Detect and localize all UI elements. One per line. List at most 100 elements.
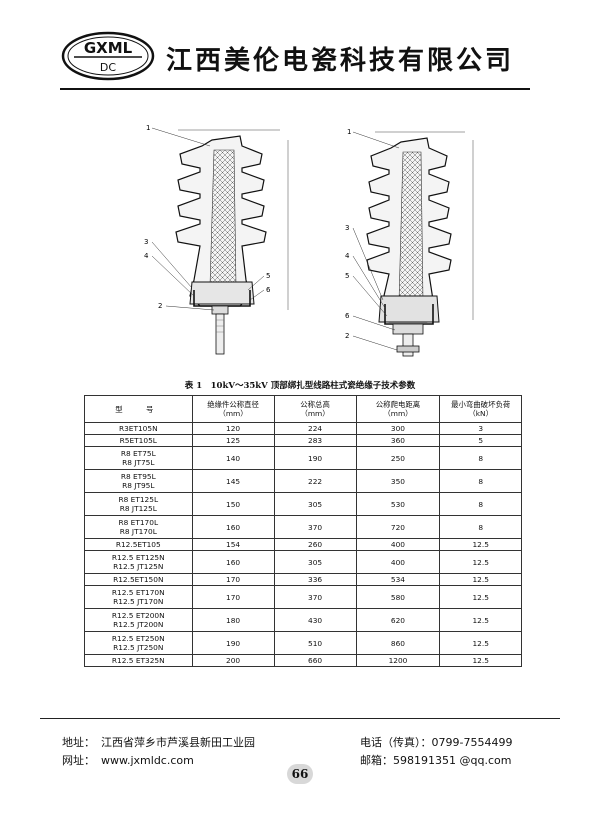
phone-value: 0799-7554499 bbox=[431, 736, 513, 749]
label-5: 5 bbox=[345, 272, 349, 280]
cell-diameter: 154 bbox=[191, 538, 275, 551]
label-2: 2 bbox=[158, 302, 162, 310]
model-code: R12.5 ET250N bbox=[111, 634, 165, 643]
spec-table: 型 号 绝缘件公称直径 （mm） 公称总高 （mm） 公称爬电距离 （mm） bbox=[84, 395, 522, 667]
cell-model: R12.5ET150N bbox=[84, 573, 193, 586]
cell-load: 12.5 bbox=[439, 608, 522, 632]
logo-emblem-icon: GXML DC bbox=[61, 31, 155, 81]
model-code: R12.5 JT200N bbox=[113, 620, 164, 629]
website-link[interactable]: www.jxmldc.com bbox=[101, 754, 194, 767]
cell-load: 8 bbox=[439, 515, 522, 539]
cell-creepage: 400 bbox=[355, 550, 441, 574]
model-code: R12.5 ET325N bbox=[111, 656, 165, 665]
footer-email: 邮箱：598191351 @qq.com bbox=[360, 752, 511, 768]
cell-height: 305 bbox=[273, 492, 357, 516]
model-code: R12.5 JT250N bbox=[113, 643, 164, 652]
cell-creepage: 620 bbox=[355, 608, 441, 632]
cell-diameter: 145 bbox=[191, 469, 275, 493]
logo-text-bottom: DC bbox=[100, 61, 116, 74]
header-load-unit: （kN） bbox=[468, 409, 493, 418]
cell-height: 660 bbox=[273, 654, 357, 667]
header-creepage-label: 公称爬电距离 bbox=[375, 400, 421, 409]
footer-website: 网址： www.jxmldc.com bbox=[62, 752, 194, 768]
label-6: 6 bbox=[266, 286, 271, 294]
header-diameter: 绝缘件公称直径 （mm） bbox=[191, 395, 275, 423]
model-code: R12.5ET150N bbox=[113, 575, 164, 584]
email-value[interactable]: 598191351 @qq.com bbox=[393, 754, 512, 767]
model-code: R12.5 JT125N bbox=[113, 562, 164, 571]
model-code: R12.5 JT170N bbox=[113, 597, 164, 606]
cell-load: 5 bbox=[439, 434, 522, 447]
label-5: 5 bbox=[266, 272, 270, 280]
header-load: 最小弯曲破坏负荷 （kN） bbox=[439, 395, 522, 423]
footer-address: 地址：江西省萍乡市芦溪县新田工业园 bbox=[62, 734, 255, 750]
cell-creepage: 350 bbox=[355, 469, 441, 493]
address-label: 地址： bbox=[62, 736, 95, 749]
model-code: R5ET105L bbox=[119, 436, 157, 445]
footer-divider bbox=[40, 718, 560, 719]
cell-creepage: 530 bbox=[355, 492, 441, 516]
model-code: R8 JT95L bbox=[122, 481, 155, 490]
cell-height: 336 bbox=[273, 573, 357, 586]
insulator-drawing-right: 1 3 4 5 6 2 bbox=[325, 110, 495, 370]
header-diameter-unit: （mm） bbox=[218, 409, 248, 418]
cell-diameter: 160 bbox=[191, 515, 275, 539]
table-header-row: 型 号 绝缘件公称直径 （mm） 公称总高 （mm） 公称爬电距离 （mm） bbox=[84, 395, 522, 423]
website-label: 网址： bbox=[62, 754, 95, 767]
cell-height: 430 bbox=[273, 608, 357, 632]
model-code: R12.5 ET125N bbox=[111, 553, 165, 562]
cell-diameter: 190 bbox=[191, 631, 275, 655]
cell-diameter: 140 bbox=[191, 446, 275, 470]
label-4: 4 bbox=[144, 252, 149, 260]
model-code: R12.5ET105 bbox=[115, 540, 161, 549]
cell-height: 190 bbox=[273, 446, 357, 470]
header-creepage-unit: （mm） bbox=[383, 409, 413, 418]
cell-creepage: 360 bbox=[355, 434, 441, 447]
page-number: 66 bbox=[287, 764, 313, 784]
cell-diameter: 120 bbox=[191, 422, 275, 435]
cell-creepage: 720 bbox=[355, 515, 441, 539]
header-load-label: 最小弯曲破坏负荷 bbox=[451, 400, 511, 409]
header-model: 型 号 bbox=[84, 395, 193, 423]
header-divider bbox=[60, 88, 530, 90]
header-height: 公称总高 （mm） bbox=[273, 395, 357, 423]
cell-height: 510 bbox=[273, 631, 357, 655]
cell-load: 12.5 bbox=[439, 585, 522, 609]
cell-height: 305 bbox=[273, 550, 357, 574]
cell-load: 12.5 bbox=[439, 550, 522, 574]
cell-model: R3ET105N bbox=[84, 422, 193, 435]
model-code: R12.5 ET170N bbox=[111, 588, 165, 597]
label-4: 4 bbox=[345, 252, 350, 260]
table-caption: 表 1 10kV～35kV 顶部绑扎型线路柱式瓷绝缘子技术参数 bbox=[184, 381, 416, 391]
phone-label: 电话（传真）： bbox=[360, 736, 432, 749]
cell-creepage: 300 bbox=[355, 422, 441, 435]
company-name: 江西美伦电瓷科技有限公司 bbox=[166, 46, 515, 76]
cell-creepage: 580 bbox=[355, 585, 441, 609]
cell-load: 12.5 bbox=[439, 631, 522, 655]
email-label: 邮箱： bbox=[360, 754, 393, 767]
cell-creepage: 1200 bbox=[355, 654, 441, 667]
cell-model: R12.5ET105 bbox=[84, 538, 193, 551]
header-diameter-label: 绝缘件公称直径 bbox=[207, 400, 259, 409]
cell-creepage: 534 bbox=[355, 573, 441, 586]
cell-height: 224 bbox=[273, 422, 357, 435]
label-3: 3 bbox=[345, 224, 349, 232]
cell-load: 3 bbox=[439, 422, 522, 435]
